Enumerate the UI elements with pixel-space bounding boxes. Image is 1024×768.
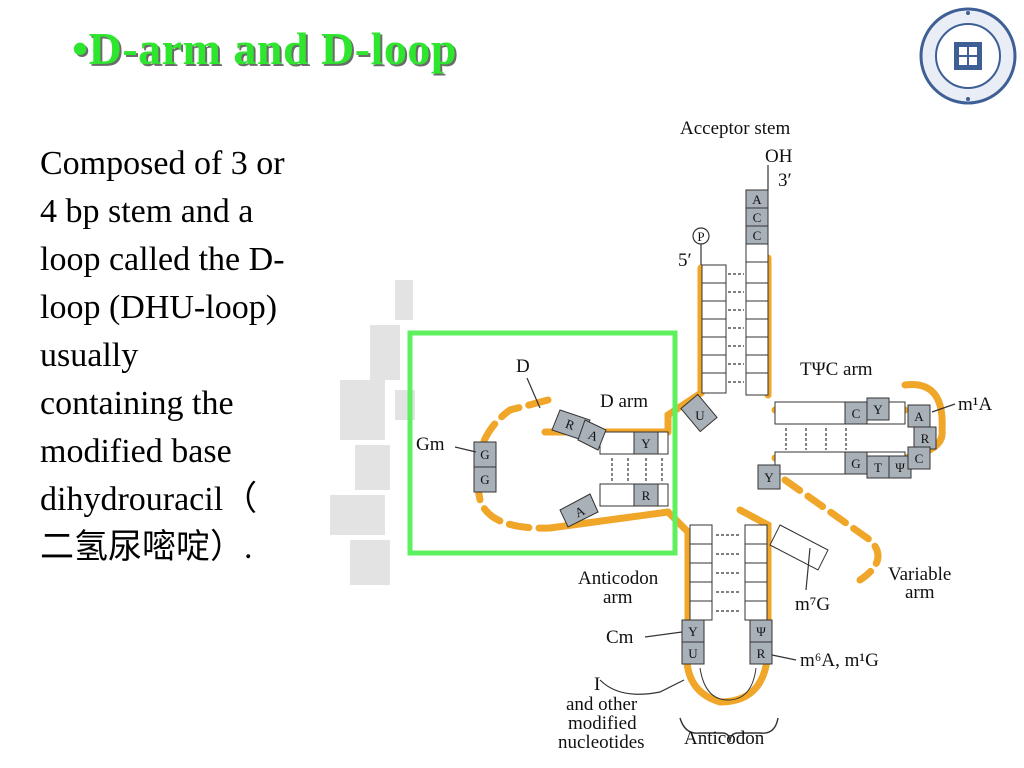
base-ac-psi: Ψ <box>756 624 766 639</box>
label-acceptor-stem: Acceptor stem <box>680 118 790 139</box>
label-modified: modified <box>568 713 637 734</box>
backbone-d-loop <box>473 396 554 532</box>
label-variable-arm-1: Variable <box>888 564 951 585</box>
label-gm: Gm <box>416 434 445 455</box>
label-inosine: I <box>594 674 600 695</box>
label-m7g: m⁷G <box>795 594 830 615</box>
trna-cloverleaf-diagram: A C C R A Y A R G G U C Y A R C G T Ψ Y … <box>407 118 992 753</box>
base-d-r2: R <box>642 488 651 503</box>
diagram-labels: Acceptor stem OH 3′ P 5′ D D arm Gm TΨC … <box>416 118 992 753</box>
label-m6a-m1g: m⁶A, m¹G <box>800 650 879 671</box>
base-t-a: A <box>914 409 924 424</box>
base-ac-u: U <box>688 646 698 661</box>
backbone-variable <box>781 476 882 584</box>
label-d-arm: D arm <box>600 391 648 412</box>
base-ac-y: Y <box>688 624 698 639</box>
slide-title: •D-arm and D-loop <box>72 23 457 74</box>
acceptor-stem <box>692 165 769 396</box>
base-g2: G <box>480 472 489 487</box>
base-u-connector: U <box>695 408 705 423</box>
base-acc3: C <box>753 228 762 243</box>
label-anticodon: Anticodon <box>684 728 765 749</box>
base-t-psi: Ψ <box>895 460 905 475</box>
label-cm: Cm <box>606 627 634 648</box>
base-t-y: Y <box>873 402 883 417</box>
label-m1a: m¹A <box>958 394 992 415</box>
watermark-pattern <box>330 280 415 585</box>
base-t-r: R <box>921 431 930 446</box>
label-phosphate: P <box>697 229 704 244</box>
base-t-t: T <box>874 460 882 475</box>
label-anticodon-arm-1: Anticodon <box>578 568 659 589</box>
university-seal-logo <box>919 7 1017 105</box>
d-arm <box>454 377 669 528</box>
variable-arm <box>769 524 829 591</box>
label-nucleotides: nucleotides <box>558 732 645 753</box>
label-five-prime: 5′ <box>678 250 692 271</box>
base-t-c: C <box>852 406 861 421</box>
label-tpsic-arm: TΨC arm <box>800 359 873 380</box>
base-g1: G <box>480 447 489 462</box>
base-t-g: G <box>851 456 860 471</box>
anticodon-arm <box>599 524 797 743</box>
base-ac-r: R <box>757 646 766 661</box>
d-arm-highlight-box <box>407 330 678 556</box>
tpsic-arm <box>757 397 956 490</box>
label-d: D <box>516 356 530 377</box>
backbone-t-loop <box>901 381 946 434</box>
base-d-y: Y <box>641 436 651 451</box>
label-variable-arm-2: arm <box>905 582 935 603</box>
backbone-left-acceptor <box>664 264 705 434</box>
base-acc1: A <box>752 192 762 207</box>
base-acc2: C <box>753 210 762 225</box>
label-oh: OH <box>765 146 793 167</box>
label-and-other: and other <box>566 694 638 715</box>
u-connector-base <box>680 393 718 433</box>
slide-body-text: Composed of 3 or 4 bp stem and a loop ca… <box>40 145 285 566</box>
base-t-y2: Y <box>764 470 774 485</box>
base-t-c2: C <box>915 451 924 466</box>
label-three-prime: 3′ <box>778 170 792 191</box>
label-anticodon-arm-2: arm <box>603 587 633 608</box>
